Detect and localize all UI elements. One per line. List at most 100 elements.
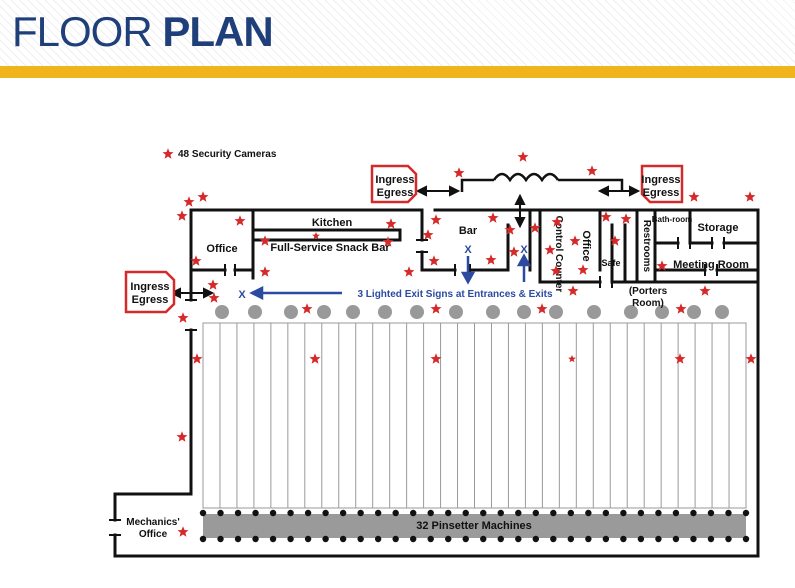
camera-icon [568,355,576,363]
egress-label: Egress [132,294,169,306]
pinsetter-dot [409,535,417,543]
title-light: FLOOR [12,8,153,55]
camera-icon [744,191,756,202]
camera-icon [385,218,397,229]
legend-camera-icon [162,148,174,159]
ingress-egress-top-right: Ingress Egress [640,164,684,204]
pinsetter-dot [602,535,610,543]
pinsetter-dot [462,509,469,517]
pinsetter-dot [217,509,224,517]
camera-icon [176,210,188,221]
pinsetter-dot [217,535,224,543]
ball-return [624,305,638,319]
camera-icon [183,196,195,207]
camera-icon [301,303,313,314]
room-bathroom: Bath-room [652,215,692,224]
header-banner: FLOOR PLAN [0,0,795,66]
pinsetter-dot [497,509,504,517]
pinsetter-dot [742,509,750,517]
room-restrooms: Restrooms [641,220,652,273]
camera-icon [745,353,757,364]
camera-icon [430,353,442,364]
pinsetter-dot [637,509,645,517]
ball-return [517,305,531,319]
camera-icon [551,216,563,227]
pinsetter-dot [374,509,382,517]
pinsetter-dot [480,535,487,543]
camera-icon [312,232,320,240]
camera-icon [259,235,271,246]
camera-icon [550,265,562,276]
pinsetter-dot [480,509,487,517]
entry-walkway [460,172,624,192]
pinsetter-dot [742,535,750,543]
room-office-left: Office [206,243,237,255]
pinsetter-dot [269,509,277,517]
pinsetter-dot [620,535,627,543]
pinsetter-dot [357,509,364,517]
pinsetter-dot [602,509,610,517]
exit-sign-marker: X [238,289,246,301]
camera-icon [403,266,415,277]
room-meeting: Meeting Room [673,259,749,271]
pinsetter-dot [620,509,627,517]
pinsetter-dot [672,509,680,517]
camera-icon [674,353,686,364]
ball-return [215,305,229,319]
title-bold: PLAN [162,8,273,55]
pinsetter-dot [304,535,312,543]
pinsetter-dot [287,509,294,517]
pinsetter-dot [637,535,645,543]
camera-icon [422,229,434,240]
camera-icon [176,431,188,442]
exit-sign-marker: X [520,244,528,256]
pinsetter-dot [532,535,540,543]
pinsetter-dot [707,509,715,517]
pinsetter-dot [252,509,259,517]
pinsetter-dot [655,535,662,543]
pinsetter-dot [304,509,312,517]
pinsetter-dot [550,535,557,543]
ball-return [549,305,563,319]
camera-icon [620,213,632,224]
ingress-egress-left: Ingress Egress [124,270,176,314]
egress-label: Egress [643,187,680,199]
camera-icon [177,526,189,537]
exit-sign-marker: X [464,244,472,256]
door-markers [109,209,725,536]
pinsetter-dot [445,509,452,517]
ball-return [486,305,500,319]
room-mechanics-2: Office [139,529,168,540]
camera-icon [600,211,612,222]
camera-icon [382,236,394,247]
camera-icon [430,303,442,314]
pinsetter-dot [339,509,347,517]
pinsetter-dot [427,535,434,543]
camera-icon [234,215,246,226]
bowling-lanes [202,305,747,509]
pinsetter-dot [269,535,277,543]
room-snack-bar: Full-Service Snack Bar [270,242,390,254]
camera-icon [675,303,687,314]
egress-label: Egress [377,187,414,199]
pinsetter-dot [252,535,259,543]
pinsetter-dot [725,535,732,543]
camera-icon [259,266,271,277]
ball-return [346,305,360,319]
camera-icon [529,222,541,233]
traffic-arrows [169,185,641,299]
room-office-mid: Office [580,230,592,261]
pinsetter-dot [532,509,540,517]
ball-return [655,305,669,319]
security-cameras [162,148,757,537]
walls [113,208,760,558]
room-control-counter: Control Counter [553,216,564,293]
pinsetter-dot [515,509,522,517]
camera-icon [190,255,202,266]
page-title: FLOOR PLAN [12,6,274,58]
camera-icon [191,353,203,364]
pinsetter-dot [567,509,575,517]
pinsetter-dot [567,535,575,543]
pinsetter-dot [287,535,294,543]
